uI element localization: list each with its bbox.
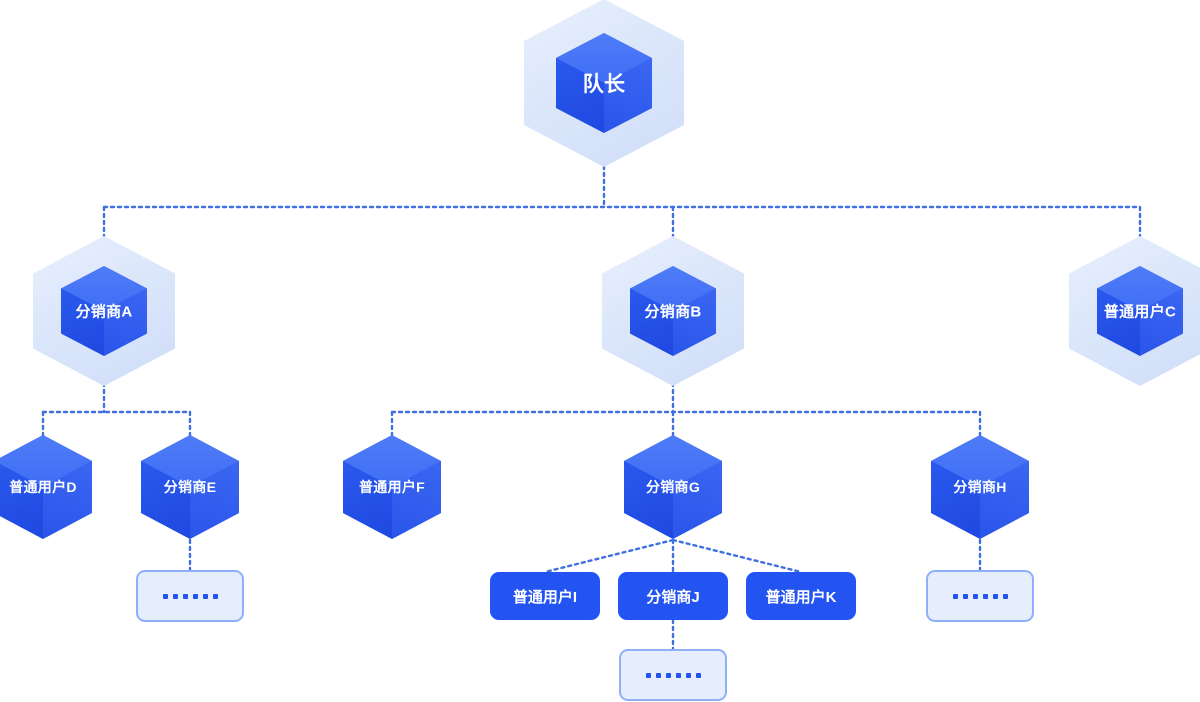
ellipsis-dot-icon [982, 593, 988, 599]
placeholder-more-under-j[interactable] [619, 649, 727, 701]
ellipsis-dot-icon [962, 593, 968, 599]
ellipsis-dot-icon [1002, 593, 1008, 599]
ellipsis-dot-icon [172, 593, 178, 599]
ellipsis-dot-icon [192, 593, 198, 599]
ellipsis-dot-icon [212, 593, 218, 599]
placeholder-more-under-h[interactable] [926, 570, 1034, 622]
ellipsis-dot-icon [645, 672, 651, 678]
ellipsis-dot-icon [685, 672, 691, 678]
ellipsis-dot-icon [992, 593, 998, 599]
ellipsis-dot-icon [695, 672, 701, 678]
ellipsis-dot-icon [182, 593, 188, 599]
node-label: 分销商H [953, 479, 1007, 495]
wire-g-to-k [671, 538, 803, 574]
ellipsis-dot-icon [202, 593, 208, 599]
node-user-k[interactable]: 普通用户K [746, 572, 856, 620]
wire-g-to-i [543, 538, 675, 574]
node-label: 分销商G [645, 479, 701, 495]
ellipsis-dot-icon [655, 672, 661, 678]
node-label: 分销商E [163, 479, 217, 495]
placeholder-more-under-e[interactable] [136, 570, 244, 622]
node-label: 分销商B [644, 303, 702, 321]
node-label: 普通用户D [9, 479, 77, 495]
ellipsis-dot-icon [675, 672, 681, 678]
ellipsis-dot-icon [162, 593, 168, 599]
node-label: 普通用户F [358, 479, 426, 495]
node-distributor-j[interactable]: 分销商J [618, 572, 728, 620]
ellipsis-dot-icon [972, 593, 978, 599]
ellipsis-dot-icon [952, 593, 958, 599]
node-label: 普通用户C [1103, 303, 1177, 321]
node-user-i[interactable]: 普通用户I [490, 572, 600, 620]
ellipsis-dot-icon [665, 672, 671, 678]
node-label: 分销商A [75, 303, 133, 321]
node-label: 队长 [582, 73, 626, 96]
